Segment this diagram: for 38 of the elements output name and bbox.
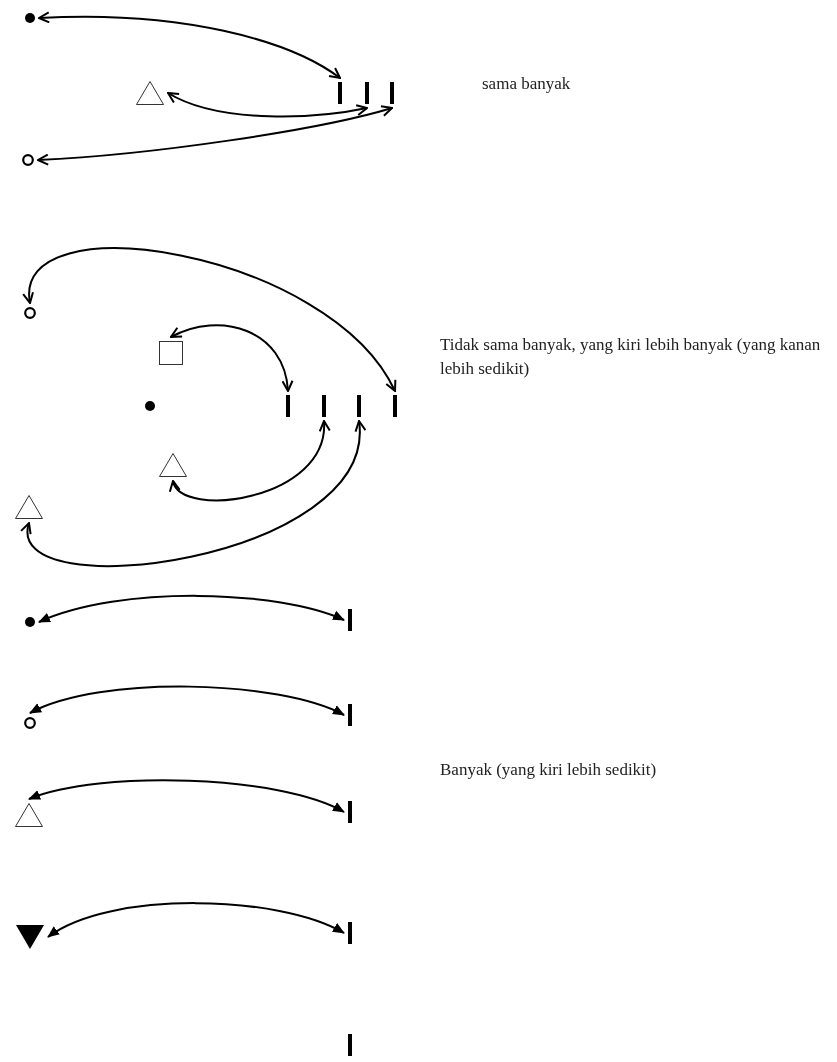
triangle xyxy=(15,495,43,519)
dot xyxy=(25,617,35,627)
tally-mark xyxy=(390,82,394,104)
dot xyxy=(25,13,35,23)
double-headed-arrow xyxy=(23,420,365,568)
double-headed-arrow xyxy=(38,11,341,79)
note: sama banyak xyxy=(482,73,572,95)
tally-mark xyxy=(322,395,326,417)
tally-mark xyxy=(348,922,352,944)
double-headed-arrow xyxy=(167,92,368,118)
tally-mark xyxy=(338,82,342,104)
note: Tidak sama banyak, yang kiri lebih banyak (yang kanan lebih sedikit) xyxy=(440,334,822,380)
tally-mark xyxy=(348,609,352,631)
triangle xyxy=(136,81,164,105)
triangle xyxy=(15,803,43,827)
double-headed-arrow xyxy=(172,420,330,502)
inverted-triangle xyxy=(16,925,44,949)
tally-mark xyxy=(348,801,352,823)
circle xyxy=(22,154,34,166)
note: Banyak (yang kiri lebih sedikit) xyxy=(440,759,658,781)
tally-mark xyxy=(365,82,369,104)
double-headed-arrow xyxy=(24,247,396,392)
double-headed-arrow xyxy=(29,685,345,716)
double-headed-arrow xyxy=(47,902,345,938)
tally-mark xyxy=(348,704,352,726)
triangle xyxy=(159,453,187,477)
double-headed-arrow xyxy=(38,594,345,623)
tally-mark xyxy=(348,1034,352,1056)
double-headed-arrow xyxy=(170,324,293,392)
tally-mark xyxy=(286,395,290,417)
dot xyxy=(145,401,155,411)
circle xyxy=(24,307,36,319)
circle xyxy=(24,717,36,729)
square xyxy=(159,341,183,365)
tally-mark xyxy=(393,395,397,417)
tally-mark xyxy=(357,395,361,417)
double-headed-arrow xyxy=(37,104,393,166)
double-headed-arrow xyxy=(28,779,345,813)
